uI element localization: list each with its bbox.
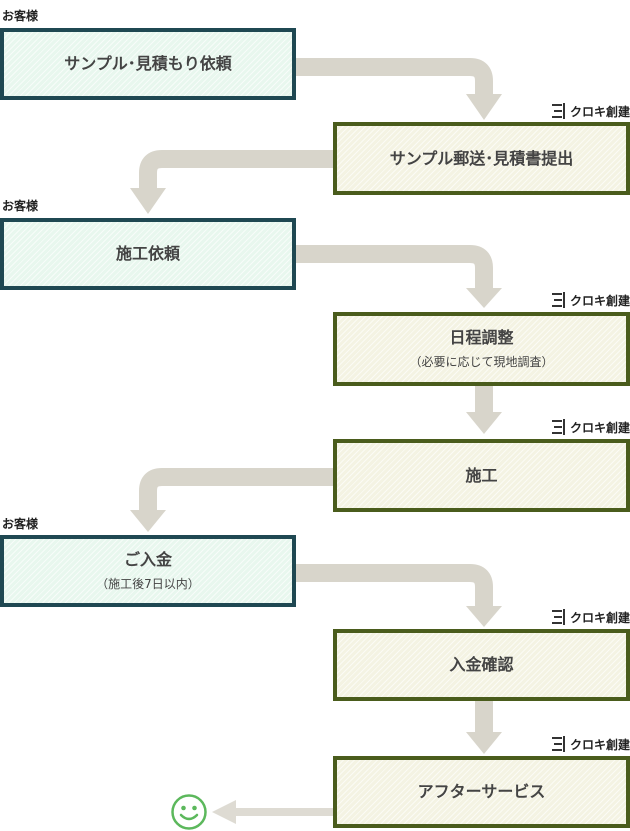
kuroki-logo-icon: [551, 103, 565, 119]
kuroki-logo-icon: [551, 736, 565, 752]
kuroki-logo-icon: [551, 292, 565, 308]
step-box-sample-shipping: サンプル郵送･見積書提出: [333, 122, 630, 195]
arrowhead-3: [466, 288, 502, 308]
actor-label-customer: お客様: [2, 9, 39, 23]
actor-label-company: クロキ創建: [551, 735, 630, 753]
step-title: 日程調整: [449, 328, 514, 347]
company-name: クロキ創建: [569, 610, 630, 625]
arrowhead-7: [466, 732, 502, 754]
smiley-icon: [171, 794, 207, 830]
step-box-construction-request: 施工依頼: [0, 218, 296, 290]
connector-1-2: [296, 58, 493, 96]
arrowhead-2: [130, 188, 166, 214]
step-note: （必要に応じて現地調査）: [409, 355, 554, 369]
connector-5-6: [139, 468, 333, 512]
step-box-scheduling: 日程調整 （必要に応じて現地調査）: [333, 312, 630, 386]
step-box-sample-request: サンプル･見積もり依頼: [0, 28, 296, 100]
actor-label-company: クロキ創建: [551, 418, 630, 436]
company-name: クロキ創建: [569, 293, 630, 308]
company-name: クロキ創建: [569, 737, 630, 752]
step-title: 施工: [465, 465, 498, 485]
step-title: サンプル郵送･見積書提出: [389, 148, 574, 168]
actor-label-company: クロキ創建: [551, 102, 630, 120]
step-box-construction: 施工: [333, 439, 630, 512]
kuroki-logo-icon: [551, 609, 565, 625]
arrowhead-5: [130, 510, 166, 532]
step-title: アフターサービス: [417, 782, 546, 801]
connector-6-7: [296, 564, 493, 608]
company-name: クロキ創建: [569, 104, 630, 119]
step-note: （施工後7日以内）: [96, 577, 200, 591]
company-name: クロキ創建: [569, 420, 630, 435]
step-box-payment: ご入金 （施工後7日以内）: [0, 535, 296, 607]
arrowhead-4: [466, 412, 502, 434]
step-title: 施工依頼: [115, 244, 180, 263]
actor-label-company: クロキ創建: [551, 608, 630, 626]
actor-label-company: クロキ創建: [551, 291, 630, 309]
step-title: 入金確認: [449, 655, 514, 674]
step-title: サンプル･見積もり依頼: [64, 54, 232, 73]
final-arrow: [212, 800, 333, 824]
arrowhead-6: [466, 606, 502, 627]
kuroki-logo-icon: [551, 419, 565, 435]
step-box-after-service: アフターサービス: [333, 756, 630, 828]
actor-label-customer: お客様: [2, 199, 39, 213]
arrowhead-1: [466, 94, 502, 120]
step-box-payment-confirmation: 入金確認: [333, 629, 630, 701]
connector-3-4: [296, 245, 493, 290]
connector-2-3: [139, 150, 333, 190]
step-title: ご入金: [123, 550, 172, 569]
actor-label-customer: お客様: [2, 517, 39, 531]
